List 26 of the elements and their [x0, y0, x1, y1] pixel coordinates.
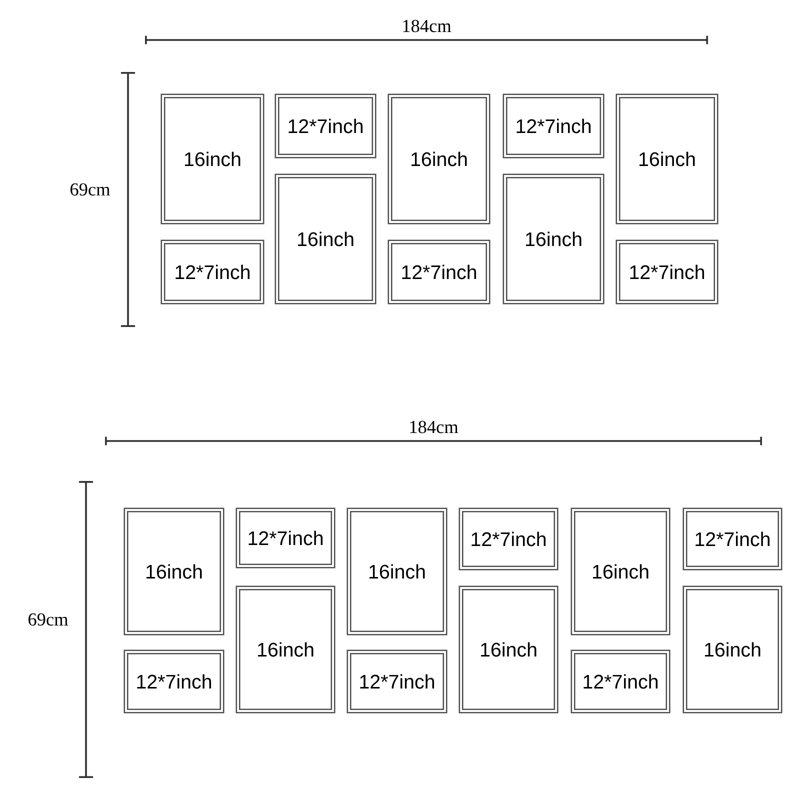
picture-frame: 12*7inch [502, 94, 604, 158]
picture-frame: 16inch [458, 586, 558, 714]
picture-frame: 16inch [236, 586, 336, 714]
picture-frame: 12*7inch [274, 94, 376, 158]
picture-frame: 16inch [616, 94, 718, 224]
picture-frame: 12*7inch [458, 508, 558, 570]
picture-frame: 12*7inch [682, 508, 782, 570]
picture-frame: 12*7inch [570, 650, 670, 714]
picture-frame: 16inch [124, 508, 224, 636]
dimension-label: 184cm [403, 20, 452, 32]
picture-frame: 16inch [274, 174, 376, 304]
picture-frame: 12*7inch [388, 240, 490, 304]
picture-frame: 16inch [570, 508, 670, 636]
picture-frame: 12*7inch [236, 508, 336, 568]
picture-frame: 12*7inch [616, 240, 718, 304]
dimension-label: 69cm [70, 183, 110, 196]
picture-frame: 16inch [682, 586, 782, 714]
dimension-label: 184cm [410, 420, 458, 434]
dimension-label: 69cm [28, 613, 68, 626]
picture-frame: 16inch [160, 94, 264, 224]
picture-frame: 12*7inch [160, 240, 264, 304]
picture-frame: 12*7inch [124, 650, 224, 714]
picture-frame: 12*7inch [346, 650, 448, 714]
picture-frame: 16inch [388, 94, 490, 224]
picture-frame: 16inch [346, 508, 448, 636]
picture-frame: 16inch [502, 174, 604, 304]
